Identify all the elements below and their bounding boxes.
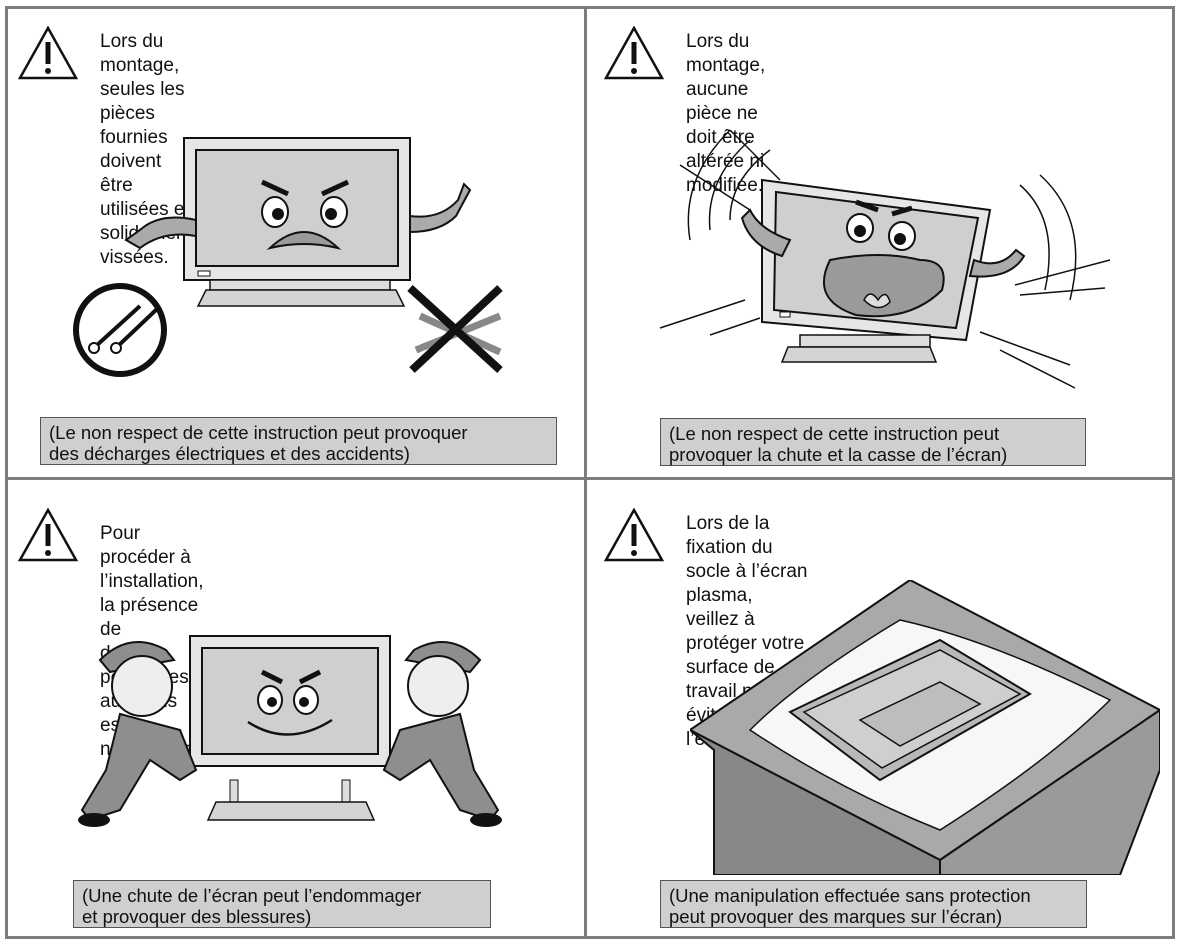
warning-triangle-icon [18,508,78,562]
tv-parts-illustration [73,137,503,377]
panel-1-note: (Le non respect de cette instruction peu… [40,417,557,465]
panel-3-note: (Une chute de l’écran peut l’endommager … [73,880,491,928]
panel-4-note: (Une manipulation effectuée sans protect… [660,880,1087,928]
panel-2-message: Lors du montage, aucune pièce ne doit êt… [686,31,766,196]
warning-triangle-icon [18,26,78,80]
tv-on-protected-table-illustration [690,580,1160,875]
horizontal-divider [5,477,1175,480]
falling-tv-illustration [659,129,1111,389]
warning-triangle-icon [604,508,664,562]
warning-triangle-icon [604,26,664,80]
vertical-divider [584,6,587,939]
panel-2-note: (Le non respect de cette instruction peu… [660,418,1086,466]
two-people-lifting-illustration [78,635,502,827]
panel-grid-border [5,6,1175,939]
